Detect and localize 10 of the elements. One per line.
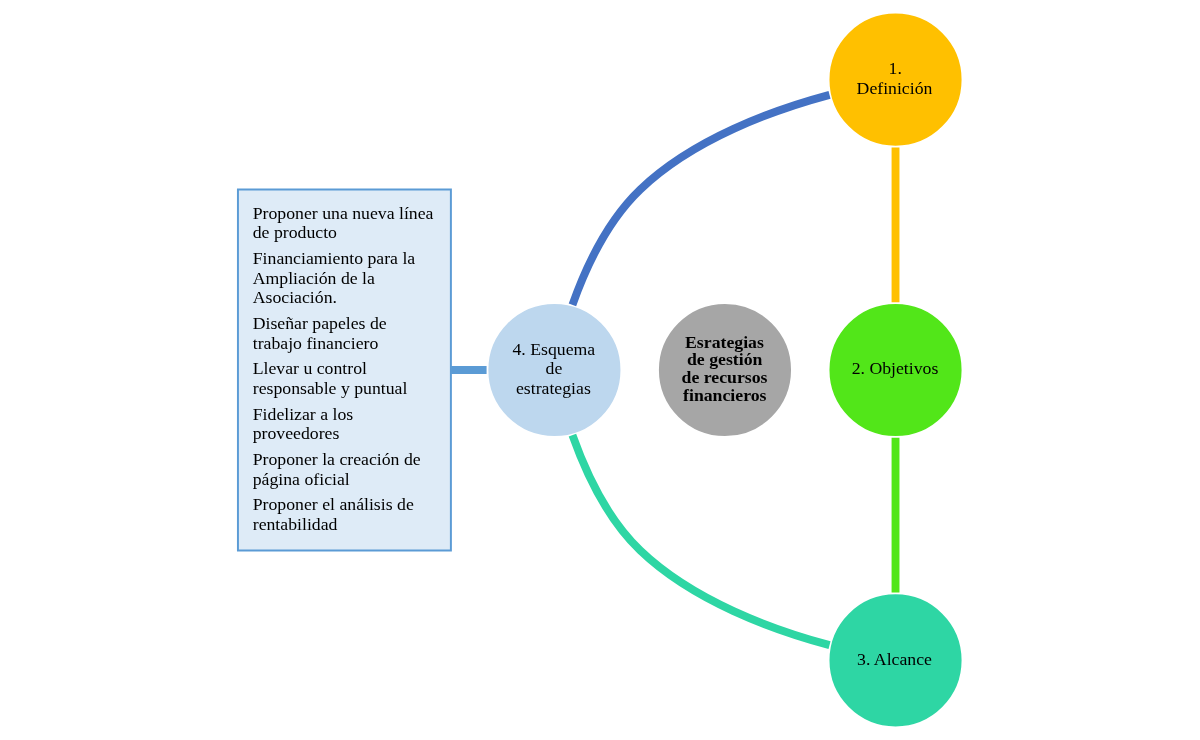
connector [568,433,831,649]
connector [450,366,487,374]
node-circle: 1. Definición [826,10,965,149]
connector [568,91,831,307]
connector [891,437,899,593]
connector [891,147,899,303]
node-circle: 3. Alcance [826,591,965,730]
node-box: Proponer una nueva línea de producto Financiamiento para la Ampliación de la Asociación. Diseñar papeles de trabajo financiero Llevar u control responsable y puntual Fidelizar a los proveedores Proponer la creación de página oficial Proponer el análisis de rentabilidad [236,188,452,552]
node-circle: 2. Objetivos [826,301,965,439]
node-circle: Esrategias de gestión de recursos financieros [655,301,794,439]
